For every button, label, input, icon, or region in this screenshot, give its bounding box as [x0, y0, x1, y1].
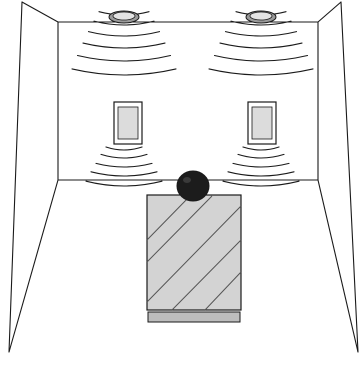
wall-speakers [113, 101, 277, 145]
sound-wave-icon [232, 162, 290, 168]
front-right-edge [340, 1, 359, 353]
ceiling-speaker-icon [245, 10, 277, 24]
ceiling-left-edge [21, 1, 59, 23]
sound-wave-icon [242, 146, 280, 151]
room-outline-icon [8, 1, 359, 353]
sound-wave-icon [100, 153, 148, 159]
listener-head-icon [176, 170, 210, 202]
seat-hatch [146, 205, 242, 303]
sound-waves [71, 11, 314, 187]
sound-wave-icon [87, 31, 161, 37]
sound-wave-icon [71, 68, 177, 76]
sound-wave-icon [95, 162, 153, 168]
sound-wave-icon [224, 31, 298, 37]
sound-wave-icon [227, 171, 295, 177]
sound-wave-icon [93, 20, 155, 26]
floor-right-edge [317, 179, 359, 353]
seat-cabinet-icon [146, 194, 242, 323]
front-left-edge [8, 1, 23, 353]
sound-wave-icon [85, 180, 163, 187]
sound-wave-icon [208, 68, 314, 76]
ceiling-right-edge [317, 1, 342, 23]
sound-wave-icon [82, 42, 166, 49]
ceiling-speaker-icon [108, 10, 140, 24]
sound-wave-icon [222, 180, 300, 187]
sound-wave-icon [105, 146, 143, 151]
wall-speaker-icon [247, 101, 277, 145]
floor-left-edge [8, 179, 59, 353]
sound-wave-icon [76, 54, 172, 62]
sound-wave-icon [230, 20, 292, 26]
sound-wave-icon [213, 54, 309, 62]
wall-speaker-icon [113, 101, 143, 145]
seat-hatch [171, 239, 242, 311]
sound-wave-icon [90, 171, 158, 177]
sound-wave-icon [237, 153, 285, 159]
seat-hatch [204, 271, 242, 311]
listener-head [176, 170, 210, 202]
seat-body [146, 194, 242, 311]
seat-hatch [146, 195, 213, 263]
sound-wave-icon [219, 42, 303, 49]
seat-base [147, 311, 241, 323]
seat-hatch [146, 195, 191, 241]
listener-head-highlight [183, 177, 191, 183]
ceiling-speakers [108, 10, 277, 24]
